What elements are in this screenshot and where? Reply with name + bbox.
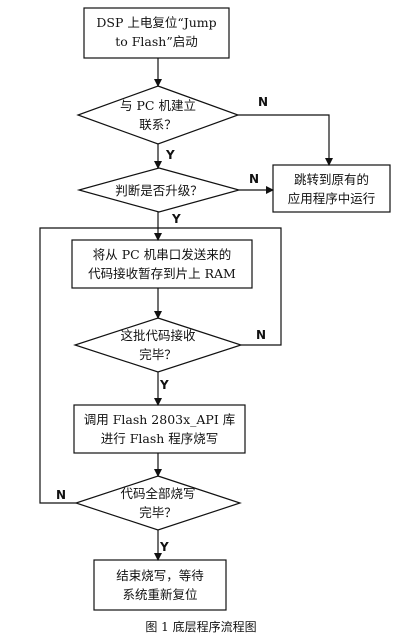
jump-app-line-1: 跳转到原有的	[293, 172, 369, 187]
connect-pc-text: 与 PC 机建立 联系？	[98, 96, 218, 134]
finish-text: 结束烧写，等待 系统重新复位	[94, 566, 226, 604]
finish-line-1: 结束烧写，等待	[116, 568, 204, 583]
check-upgrade-text: 判断是否升级？	[99, 181, 219, 200]
connect-pc-line-2: 联系？	[139, 117, 177, 132]
connect-pc-yes-label: Y	[166, 148, 175, 162]
all-done-line-1: 代码全部烧写	[120, 486, 196, 501]
receive-code-text: 将从 PC 机串口发送来的 代码接收暂存到片上 RAM	[72, 245, 252, 283]
all-done-no-label: N	[56, 488, 67, 502]
start-line-2: to Flash”启动	[115, 34, 198, 49]
start-text: DSP 上电复位“Jump to Flash”启动	[84, 13, 229, 51]
finish-line-2: 系统重新复位	[122, 587, 198, 602]
connect-pc-no-label: N	[258, 95, 269, 109]
check-upgrade-yes-label: Y	[172, 212, 181, 226]
check-upgrade-no-label: N	[249, 172, 260, 186]
batch-done-line-1: 这批代码接收	[120, 328, 196, 343]
batch-done-text: 这批代码接收 完毕？	[98, 326, 218, 364]
connect-pc-line-1: 与 PC 机建立	[120, 98, 196, 113]
call-api-line-1: 调用 Flash 2803x_API 库	[83, 412, 236, 427]
start-box	[83, 7, 230, 59]
figure-caption: 图 1 底层程序流程图	[145, 620, 257, 634]
batch-done-line-2: 完毕？	[139, 347, 177, 362]
check-upgrade-line-1: 判断是否升级？	[115, 183, 203, 198]
receive-code-box	[71, 239, 253, 289]
call-api-text: 调用 Flash 2803x_API 库 进行 Flash 程序烧写	[74, 410, 245, 448]
jump-app-text: 跳转到原有的 应用程序中运行	[273, 170, 390, 208]
check-upgrade-diamond	[76, 167, 242, 213]
batch-done-no-label: N	[256, 328, 267, 342]
receive-code-line-1: 将从 PC 机串口发送来的	[92, 247, 232, 262]
all-done-text: 代码全部烧写 完毕？	[98, 484, 218, 522]
jump-app-line-2: 应用程序中运行	[287, 191, 376, 206]
all-done-line-2: 完毕？	[139, 505, 177, 520]
receive-code-line-2: 代码接收暂存到片上 RAM	[88, 266, 236, 281]
all-done-yes-label: Y	[160, 540, 169, 554]
call-api-line-2: 进行 Flash 程序烧写	[100, 431, 219, 446]
batch-done-yes-label: Y	[160, 378, 169, 392]
start-line-1: DSP 上电复位“Jump	[96, 15, 217, 30]
